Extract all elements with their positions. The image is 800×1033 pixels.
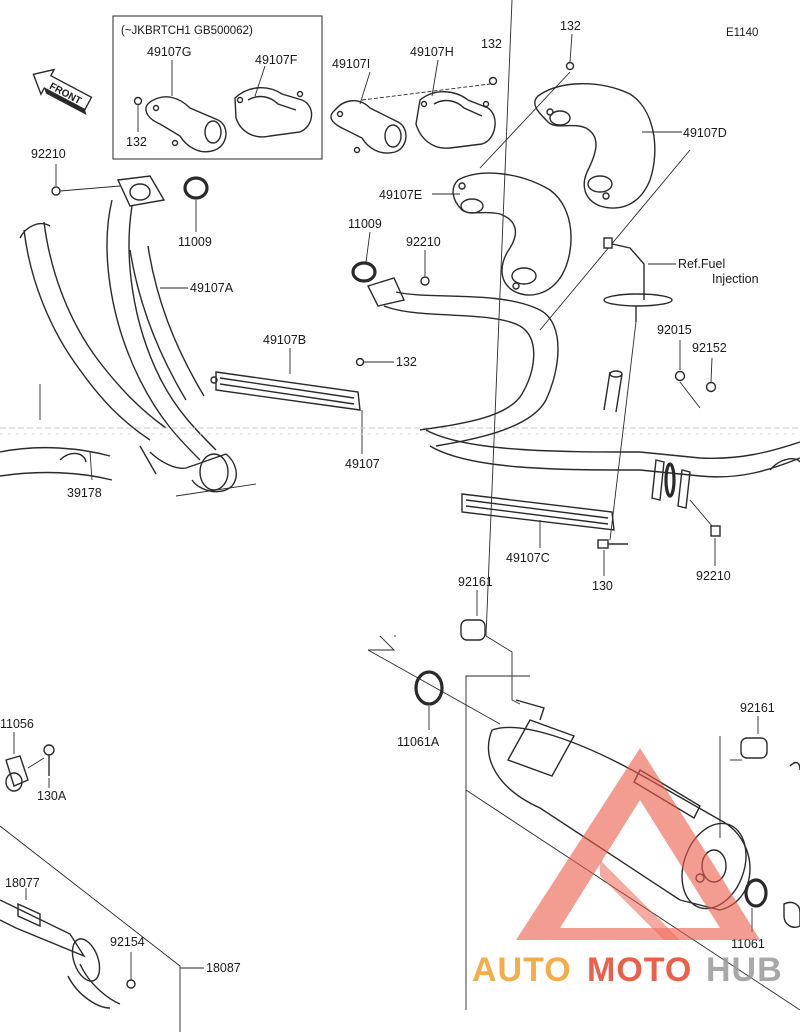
gasket-11061-drawing <box>744 878 768 908</box>
gasket-49107F-drawing <box>234 87 313 138</box>
ref-note-line1: Ref.Fuel <box>678 257 725 271</box>
collar-92161-b-drawing <box>740 737 768 759</box>
label-92015: 92015 <box>657 323 692 337</box>
screw-92154-drawing <box>126 979 136 989</box>
label-49107I: 49107I <box>332 57 370 71</box>
label-39178: 39178 <box>67 486 102 500</box>
bolt-130A-drawing <box>43 744 55 776</box>
bolt-132-d-drawing <box>355 357 365 367</box>
label-49107E: 49107E <box>379 188 422 202</box>
label-92210-c: 92210 <box>696 569 731 583</box>
label-92210-b: 92210 <box>406 235 441 249</box>
ref-note-line2: Injection <box>712 272 759 286</box>
gasket-11009-a-drawing <box>183 176 209 200</box>
label-11009-b: 11009 <box>348 217 382 231</box>
heat-cover-49107D-drawing <box>534 83 656 209</box>
heat-cover-49107E-drawing <box>452 172 572 296</box>
label-130: 130 <box>592 579 613 593</box>
serial-variant-box <box>112 15 323 160</box>
nut-132-c-drawing <box>565 61 575 71</box>
gasket-11009-b-drawing <box>351 261 377 283</box>
nut-132-b-drawing <box>488 76 498 86</box>
label-132-d: 132 <box>396 355 417 369</box>
label-92152: 92152 <box>692 341 727 355</box>
label-49107B: 49107B <box>263 333 306 347</box>
label-18087: 18087 <box>206 961 241 975</box>
clamp-11056-drawing <box>5 755 29 792</box>
label-11061: 11061 <box>731 937 765 951</box>
watermark-moto: MOTO <box>587 951 692 989</box>
gasket-49107H-drawing <box>415 91 496 149</box>
label-132-b: 132 <box>481 37 502 51</box>
collar-92161-a-drawing <box>460 619 486 641</box>
label-18077: 18077 <box>5 876 40 890</box>
diagram-code: E1140 <box>726 27 758 39</box>
exhaust-header-49107A-drawing <box>19 175 217 461</box>
nut-92015-drawing <box>674 370 686 382</box>
nut-92210-c-drawing <box>710 525 721 537</box>
label-49107: 49107 <box>345 457 380 471</box>
washer-92152-drawing <box>705 381 717 393</box>
label-92161-a: 92161 <box>458 575 493 589</box>
label-49107D: 49107D <box>683 126 727 140</box>
watermark-hub: HUB <box>706 951 783 989</box>
label-92161-b: 92161 <box>740 701 775 715</box>
gasket-49107I-drawing <box>330 100 407 154</box>
label-49107C: 49107C <box>506 551 550 565</box>
baffle-18077-drawing <box>0 899 121 1009</box>
heat-shield-49107B-drawing <box>210 371 361 411</box>
bolt-130-drawing <box>597 539 628 549</box>
label-11009-a: 11009 <box>178 235 212 249</box>
watermark-auto: AUTO <box>472 951 572 989</box>
gasket-49107G-drawing <box>145 96 227 153</box>
label-92154: 92154 <box>110 935 145 949</box>
o2-sensor-drawing <box>603 237 673 322</box>
label-130A: 130A <box>37 789 67 803</box>
gasket-11061A-drawing <box>414 670 444 706</box>
heat-shield-49107C-drawing <box>461 493 615 531</box>
automotohub-logo-watermark: AUTO MOTO HUB <box>472 748 783 989</box>
label-49107G: 49107G <box>147 45 191 59</box>
label-11056: 11056 <box>0 717 34 731</box>
front-arrow-icon: FRONT <box>32 68 93 116</box>
label-49107F: 49107F <box>255 53 298 67</box>
pipe-39178-drawing <box>0 445 237 493</box>
label-11061A: 11061A <box>397 735 440 749</box>
nut-92210-a-drawing <box>51 186 61 196</box>
scan-artifact-band <box>0 427 800 435</box>
nut-132-a-drawing <box>133 96 143 106</box>
watermark-triangle-icon <box>516 748 760 940</box>
label-49107A: 49107A <box>190 281 234 295</box>
label-132-a: 132 <box>126 135 147 149</box>
label-49107H: 49107H <box>410 45 454 59</box>
nut-92210-b-drawing <box>420 276 430 286</box>
label-92210-a: 92210 <box>31 147 66 161</box>
collector-pipe-drawing <box>367 277 800 509</box>
label-132-c: 132 <box>560 19 581 33</box>
serial-note: (~JKBRTCH1 GB500062) <box>121 25 253 37</box>
